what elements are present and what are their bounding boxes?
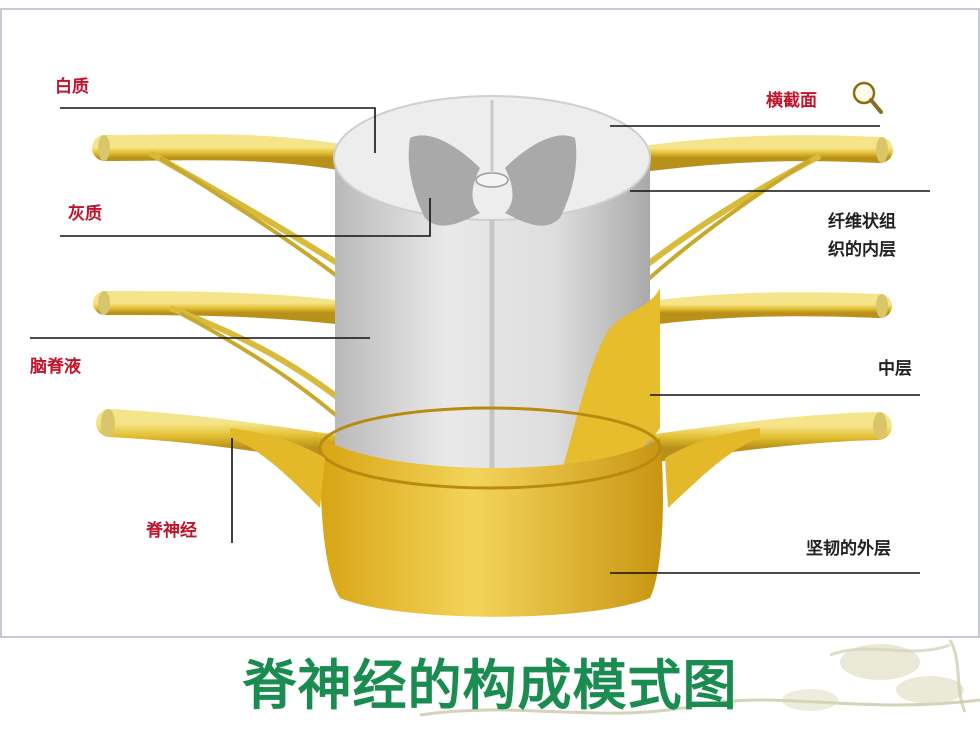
label-cross-section: 横截面 — [766, 91, 817, 111]
spinal-cord-diagram — [0, 8, 980, 638]
label-inner-layer-line2: 织的内层 — [828, 240, 896, 260]
outer-layer — [230, 406, 760, 617]
leader-lines — [30, 107, 930, 574]
label-middle-layer: 中层 — [878, 359, 912, 379]
slide-title: 脊神经的构成模式图 — [242, 654, 738, 717]
label-outer-layer: 坚韧的外层 — [806, 539, 891, 559]
label-white-matter: 白质 — [55, 77, 89, 97]
label-gray-matter: 灰质 — [68, 204, 102, 224]
label-csf: 脑脊液 — [30, 357, 81, 377]
spinal-cord — [333, 95, 651, 501]
label-inner-layer-line1: 纤维状组 — [828, 212, 896, 232]
middle-layer — [560, 288, 660, 478]
left-nerve-roots — [92, 134, 367, 462]
nerve-ends — [98, 135, 888, 440]
magnifier-icon — [852, 81, 883, 114]
label-spinal-nerve: 脊神经 — [146, 521, 197, 541]
